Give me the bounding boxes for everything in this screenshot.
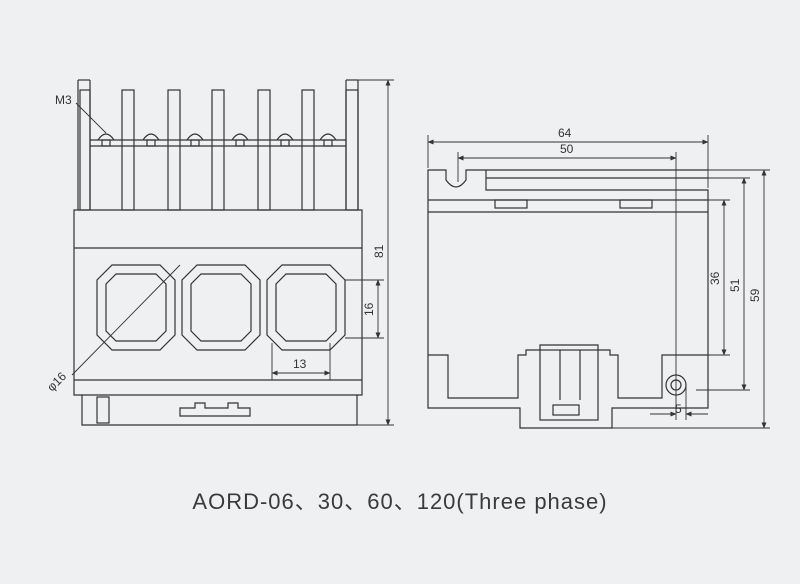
side-body-outline — [427, 169, 709, 429]
front-dimensions — [71, 79, 394, 426]
terminal-posts — [79, 89, 359, 211]
pass-through-holes — [96, 264, 346, 351]
hole-width-13-label: 13 — [293, 357, 307, 371]
diameter-label: φ16 — [44, 369, 69, 394]
height-36-label: 36 — [708, 271, 722, 285]
front-body-outline — [73, 80, 363, 426]
screw-label: M3 — [55, 93, 72, 107]
width-50-label: 50 — [560, 142, 574, 156]
height-81-label: 81 — [372, 244, 386, 258]
height-51-label: 51 — [728, 278, 742, 292]
height-59-label: 59 — [748, 288, 762, 302]
terminal-screws — [97, 133, 337, 147]
hole-5-label: 5 — [675, 402, 682, 416]
model-caption: AORD-06、30、60、120(Three phase) — [192, 489, 608, 514]
width-64-label: 64 — [558, 126, 572, 140]
side-view — [427, 169, 709, 429]
side-dimensions — [427, 135, 770, 429]
hole-height-16-label: 16 — [362, 302, 376, 316]
